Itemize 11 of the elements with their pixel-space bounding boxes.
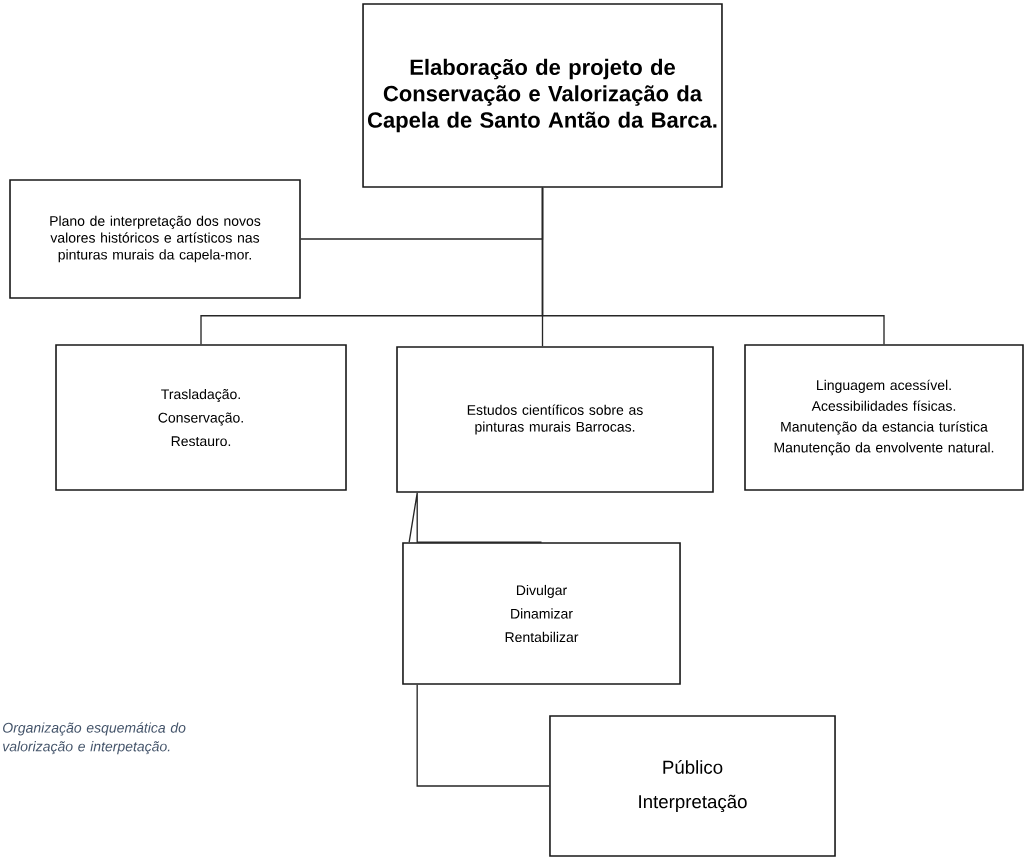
text-box: Estudos científicos sobre as pinturas murais Barrocas. (396, 346, 714, 493)
text-box: Público Interpretação (549, 715, 836, 857)
connector-line (408, 492, 543, 543)
connector-line (416, 684, 550, 787)
text-box: Linguagem acessível. Acessibilidades físicas. Manutenção da estancia turística Manutenção da envolvente natural. (744, 344, 1024, 491)
text-box: Divulgar Dinamizar Rentabilizar (402, 542, 681, 685)
caption-text: Organização esquemática do valorização e interpetação. (3, 722, 186, 755)
text-box: Trasladação. Conservação. Restauro. (55, 344, 347, 491)
connector-line (541, 187, 885, 345)
text-box: Elaboração de projeto de Conservação e Valorização da Capela de Santo Antão da Barca. (362, 3, 723, 188)
text-box: Plano de interpretação dos novos valores históricos e artísticos nas pinturas murais da capela-mor. (9, 179, 301, 299)
